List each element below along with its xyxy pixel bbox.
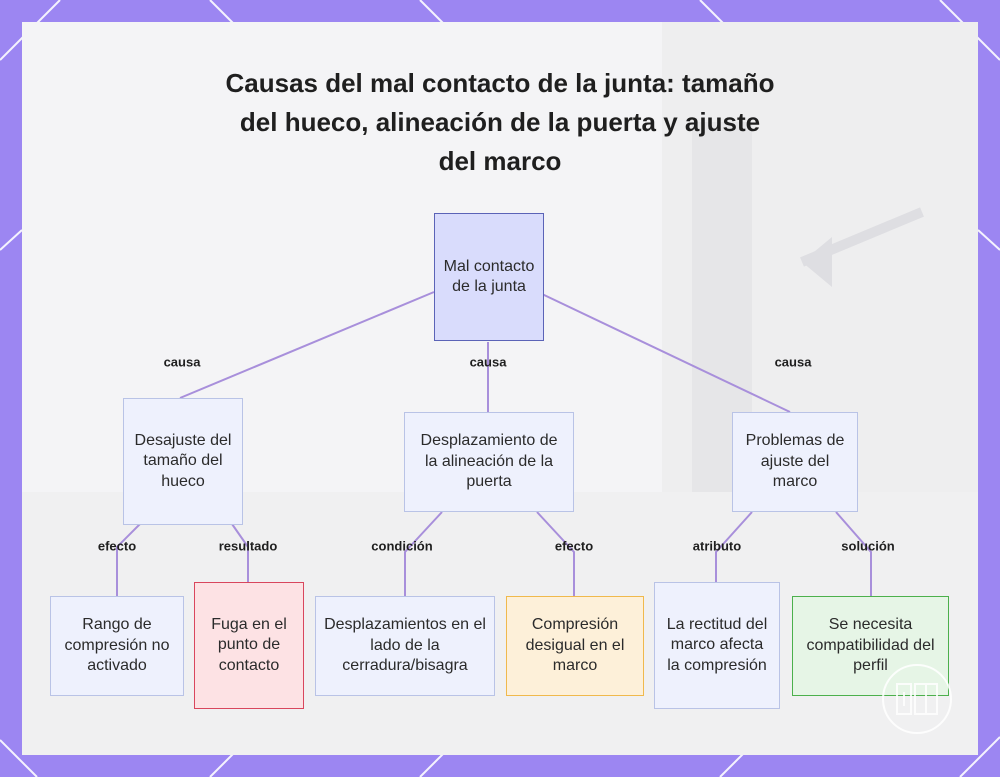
node-frame-fit: Problemas de ajuste del marco [732,412,858,512]
edge-label-gap-leak: resultado [218,538,278,554]
edge-frame-fit-profile [835,511,872,596]
node-frame-straightness: La rectitud del marco afecta la compresi… [654,582,780,709]
edge-label-root-alignment: causa [469,354,507,370]
edge-label-frame-fit-profile: solución [841,538,895,554]
diagram-card: Causas del mal contacto de la junta: tam… [22,22,978,755]
edge-root-gap [179,291,435,399]
edge-label-gap-compression-range: efecto [97,538,137,554]
node-profile-compatibility: Se necesita compatibilidad del perfil [792,596,949,696]
node-contact-leak: Fuga en el punto de contacto [194,582,304,709]
edge-label-frame-fit-straightness: atributo [692,538,742,554]
edge-gap-leak [231,523,249,582]
edge-frame-fit-straightness [715,511,753,582]
edge-gap-compression-range [116,523,141,596]
edge-label-root-frame-fit: causa [774,354,812,370]
edge-label-root-gap: causa [163,354,201,370]
diagram-title: Causas del mal contacto de la junta: tam… [225,68,775,176]
node-gap-mismatch: Desajuste del tamaño del hueco [123,398,243,525]
node-uneven-compression: Compresión desigual en el marco [506,596,644,696]
node-root: Mal contacto de la junta [434,213,544,341]
edge-label-alignment-lock-side: condición [371,538,433,554]
edge-root-frame-fit [541,293,791,413]
watermark-logo-icon [882,664,952,734]
edge-lines [116,291,872,596]
node-lock-hinge-shift: Desplazamientos en el lado de la cerradu… [315,596,495,696]
edge-alignment-uneven [536,511,575,596]
edge-label-alignment-uneven: efecto [554,538,594,554]
node-compression-range: Rango de compresión no activado [50,596,184,696]
node-alignment-shift: Desplazamiento de la alineación de la pu… [404,412,574,512]
edge-alignment-lock-side [404,511,443,596]
